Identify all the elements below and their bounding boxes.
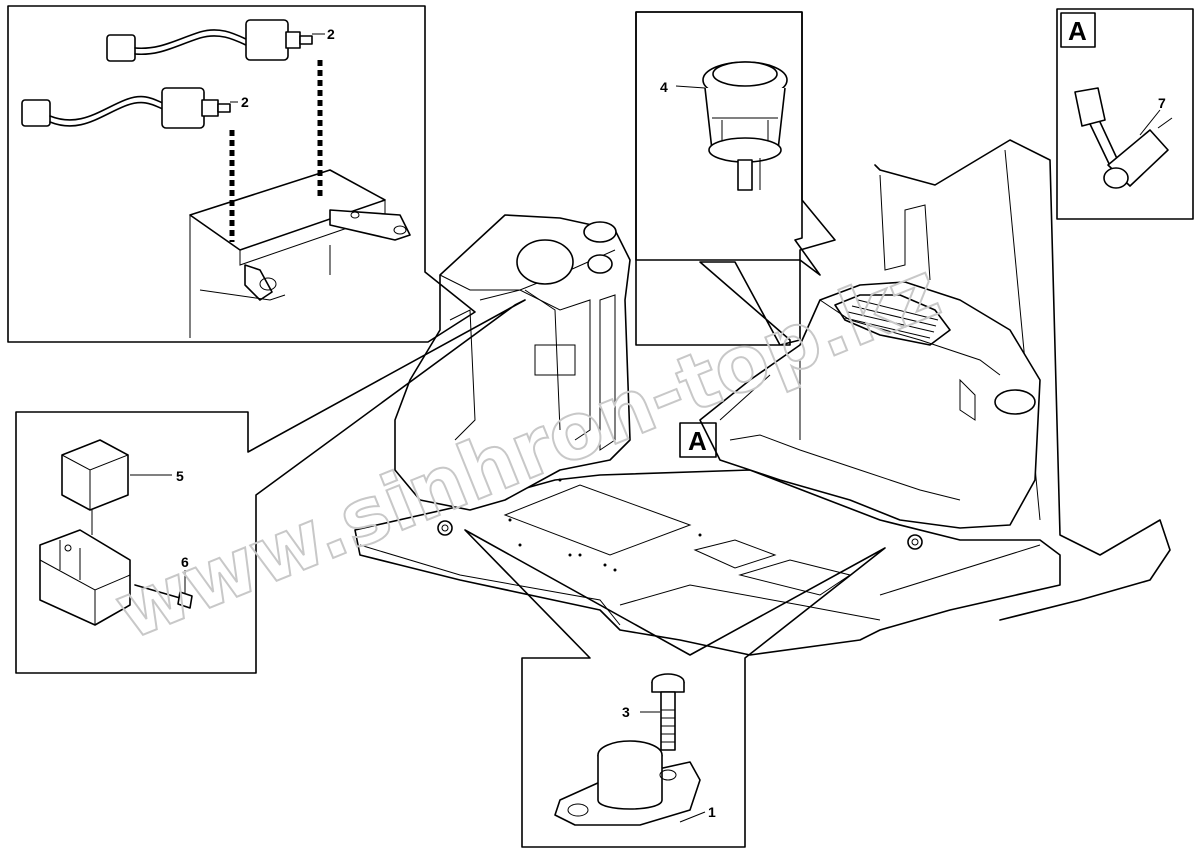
callout-5: 5 [176,468,184,484]
callout-6: 6 [181,554,189,570]
detail-box-sensors [7,5,476,343]
callout-2-upper: 2 [327,26,335,42]
console-grille [844,299,939,339]
callout-2-lower: 2 [241,94,249,110]
floor-holes [508,478,702,572]
callout-7: 7 [1158,95,1166,111]
callout-1: 1 [708,804,716,820]
view-marker-a-main: A [688,426,707,456]
callout-4: 4 [660,79,668,95]
detail-box-relay [15,299,526,674]
view-marker-box [679,422,717,458]
view-marker-a-detail: A [1068,16,1087,46]
cab-floor-assembly [354,139,1171,656]
detail-box-a [1056,8,1194,220]
leader-lines [130,33,1161,823]
detail-box-mount [464,529,886,848]
bolt-thread [661,709,675,743]
callout-3: 3 [622,704,630,720]
detail-box-switch [635,11,836,346]
